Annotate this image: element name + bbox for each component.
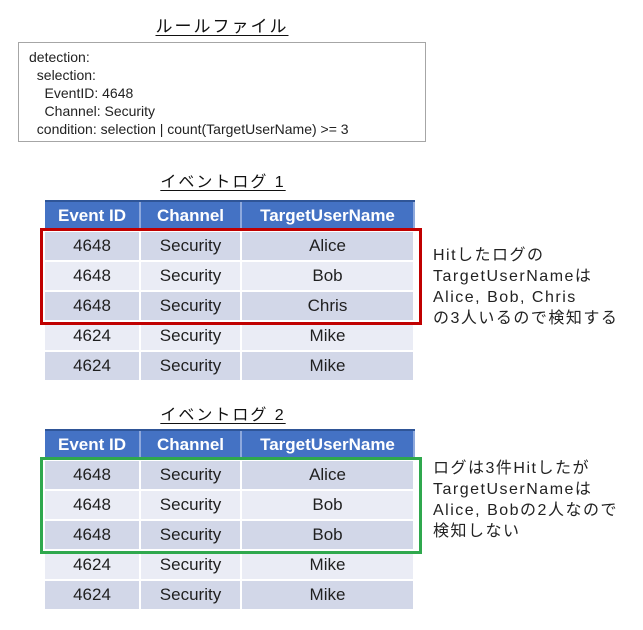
cell-targetusername: Mike (242, 322, 413, 350)
cell-channel: Security (141, 491, 240, 519)
annotation-line: の3人いるので検知する (433, 310, 619, 327)
cell-event-id: 4624 (45, 322, 139, 350)
cell-event-id: 4648 (45, 461, 139, 489)
table-row: 4624 Security Mike (45, 551, 415, 579)
cell-channel: Security (141, 521, 240, 549)
column-header-event-id: Event ID (45, 202, 139, 230)
cell-targetusername: Mike (242, 352, 413, 380)
log2-title: イベントログ 2 (160, 407, 286, 424)
cell-event-id: 4624 (45, 581, 139, 609)
table-row: 4624 Security Mike (45, 322, 415, 350)
cell-event-id: 4648 (45, 232, 139, 260)
log2-annotation: ログは3件Hitしたが TargetUserNameは Alice, Bobの2… (433, 458, 641, 542)
cell-channel: Security (141, 292, 240, 320)
cell-targetusername: Alice (242, 232, 413, 260)
cell-event-id: 4648 (45, 521, 139, 549)
annotation-line: ログは3件Hitしたが (433, 460, 590, 477)
cell-channel: Security (141, 232, 240, 260)
rule-line: Channel: Security (29, 103, 156, 119)
rule-line: condition: selection | count(TargetUserN… (29, 121, 349, 137)
annotation-line: TargetUserNameは (433, 268, 593, 285)
cell-targetusername: Mike (242, 581, 413, 609)
column-header-targetusername: TargetUserName (242, 202, 413, 230)
cell-channel: Security (141, 551, 240, 579)
table-row: 4648 Security Bob (45, 262, 415, 290)
cell-targetusername: Alice (242, 461, 413, 489)
cell-event-id: 4648 (45, 262, 139, 290)
rule-file-box: detection: selection: EventID: 4648 Chan… (18, 42, 426, 142)
cell-channel: Security (141, 581, 240, 609)
annotation-line: Alice, Bobの2人なので (433, 502, 618, 519)
table-row: 4624 Security Mike (45, 352, 415, 380)
annotation-line: Alice, Bob, Chris (433, 289, 577, 306)
table-row: 4648 Security Alice (45, 461, 415, 489)
table-row: 4624 Security Mike (45, 581, 415, 609)
log2-table: Event ID Channel TargetUserName 4648 Sec… (45, 429, 415, 609)
column-header-targetusername: TargetUserName (242, 431, 413, 459)
column-header-channel: Channel (141, 202, 240, 230)
annotation-line: Hitしたログの (433, 247, 545, 264)
cell-targetusername: Bob (242, 491, 413, 519)
table-row: 4648 Security Chris (45, 292, 415, 320)
rule-line: selection: (29, 67, 96, 83)
log2-table-header: Event ID Channel TargetUserName (45, 429, 415, 459)
rule-line: detection: (29, 49, 90, 65)
annotation-line: TargetUserNameは (433, 481, 593, 498)
column-header-event-id: Event ID (45, 431, 139, 459)
cell-channel: Security (141, 262, 240, 290)
cell-event-id: 4624 (45, 551, 139, 579)
cell-targetusername: Mike (242, 551, 413, 579)
table-row: 4648 Security Bob (45, 521, 415, 549)
cell-targetusername: Bob (242, 262, 413, 290)
table-row: 4648 Security Alice (45, 232, 415, 260)
cell-channel: Security (141, 322, 240, 350)
table-row: 4648 Security Bob (45, 491, 415, 519)
log1-table: Event ID Channel TargetUserName 4648 Sec… (45, 200, 415, 380)
cell-channel: Security (141, 461, 240, 489)
cell-event-id: 4648 (45, 292, 139, 320)
cell-event-id: 4648 (45, 491, 139, 519)
cell-channel: Security (141, 352, 240, 380)
column-header-channel: Channel (141, 431, 240, 459)
log1-annotation: Hitしたログの TargetUserNameは Alice, Bob, Chr… (433, 245, 641, 329)
rule-line: EventID: 4648 (29, 85, 134, 101)
log1-title: イベントログ 1 (160, 174, 286, 191)
cell-event-id: 4624 (45, 352, 139, 380)
cell-targetusername: Chris (242, 292, 413, 320)
cell-targetusername: Bob (242, 521, 413, 549)
annotation-line: 検知しない (433, 523, 521, 540)
rule-file-title: ルールファイル (155, 17, 289, 36)
log1-table-header: Event ID Channel TargetUserName (45, 200, 415, 230)
